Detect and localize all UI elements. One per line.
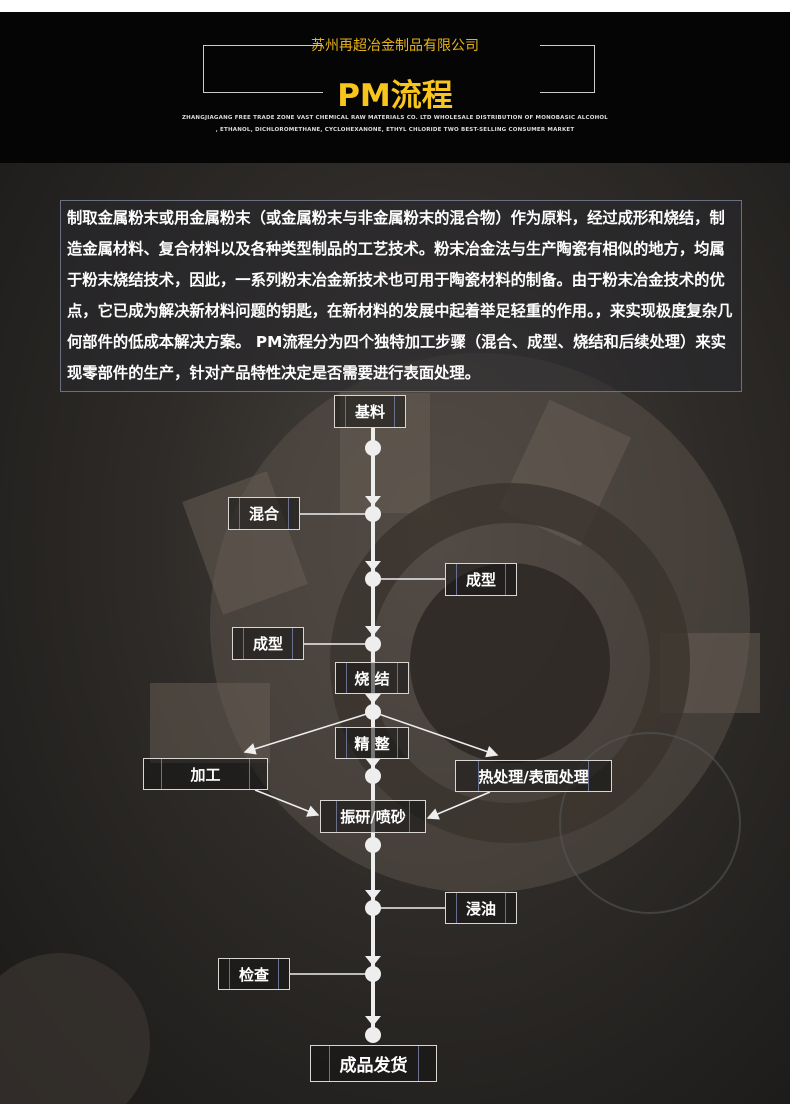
step-inspection: 检查 bbox=[218, 958, 290, 990]
page-title: PM流程 bbox=[337, 78, 453, 114]
arrow-heads bbox=[365, 496, 381, 1026]
step-heat-treatment: 热处理/表面处理 bbox=[455, 760, 612, 792]
flow-node bbox=[365, 900, 381, 916]
frame-right bbox=[540, 45, 595, 93]
flow-nodes bbox=[365, 440, 381, 1043]
flow-node bbox=[365, 837, 381, 853]
step-forming-left: 成型 bbox=[232, 627, 304, 660]
flow-node bbox=[365, 571, 381, 587]
step-oil-impregnation: 浸油 bbox=[445, 892, 517, 924]
flow-node bbox=[365, 704, 381, 720]
step-mixing: 混合 bbox=[228, 497, 300, 530]
intro-paragraph: 制取金属粉末或用金属粉末（或金属粉末与非金属粉末的混合物）作为原料，经过成形和烧… bbox=[60, 200, 742, 392]
step-forming-right: 成型 bbox=[445, 563, 517, 596]
frame-left bbox=[203, 45, 323, 93]
flow-node bbox=[365, 768, 381, 784]
subtitle-line-2: , ETHANOL, DICHLOROMETHANE, CYCLOHEXANON… bbox=[215, 127, 575, 133]
step-shipping: 成品发货 bbox=[310, 1045, 437, 1082]
step-raw-material: 基料 bbox=[334, 395, 406, 428]
flow-node bbox=[365, 440, 381, 456]
step-sizing: 精 整 bbox=[335, 727, 409, 759]
flow-node bbox=[365, 636, 381, 652]
flow-node bbox=[365, 966, 381, 982]
flow-node bbox=[365, 506, 381, 522]
company-name: 苏州再超冶金制品有限公司 bbox=[311, 38, 479, 54]
top-strip bbox=[0, 0, 790, 12]
step-sintering: 烧 结 bbox=[335, 662, 409, 694]
step-machining: 加工 bbox=[143, 758, 268, 790]
flow-node bbox=[365, 1027, 381, 1043]
header-banner: 苏州再超冶金制品有限公司 PM流程 ZHANGJIAGANG FREE TRAD… bbox=[0, 0, 790, 163]
subtitle-line-1: ZHANGJIAGANG FREE TRADE ZONE VAST CHEMIC… bbox=[181, 115, 609, 121]
step-vibratory-blasting: 振研/喷砂 bbox=[320, 800, 426, 833]
